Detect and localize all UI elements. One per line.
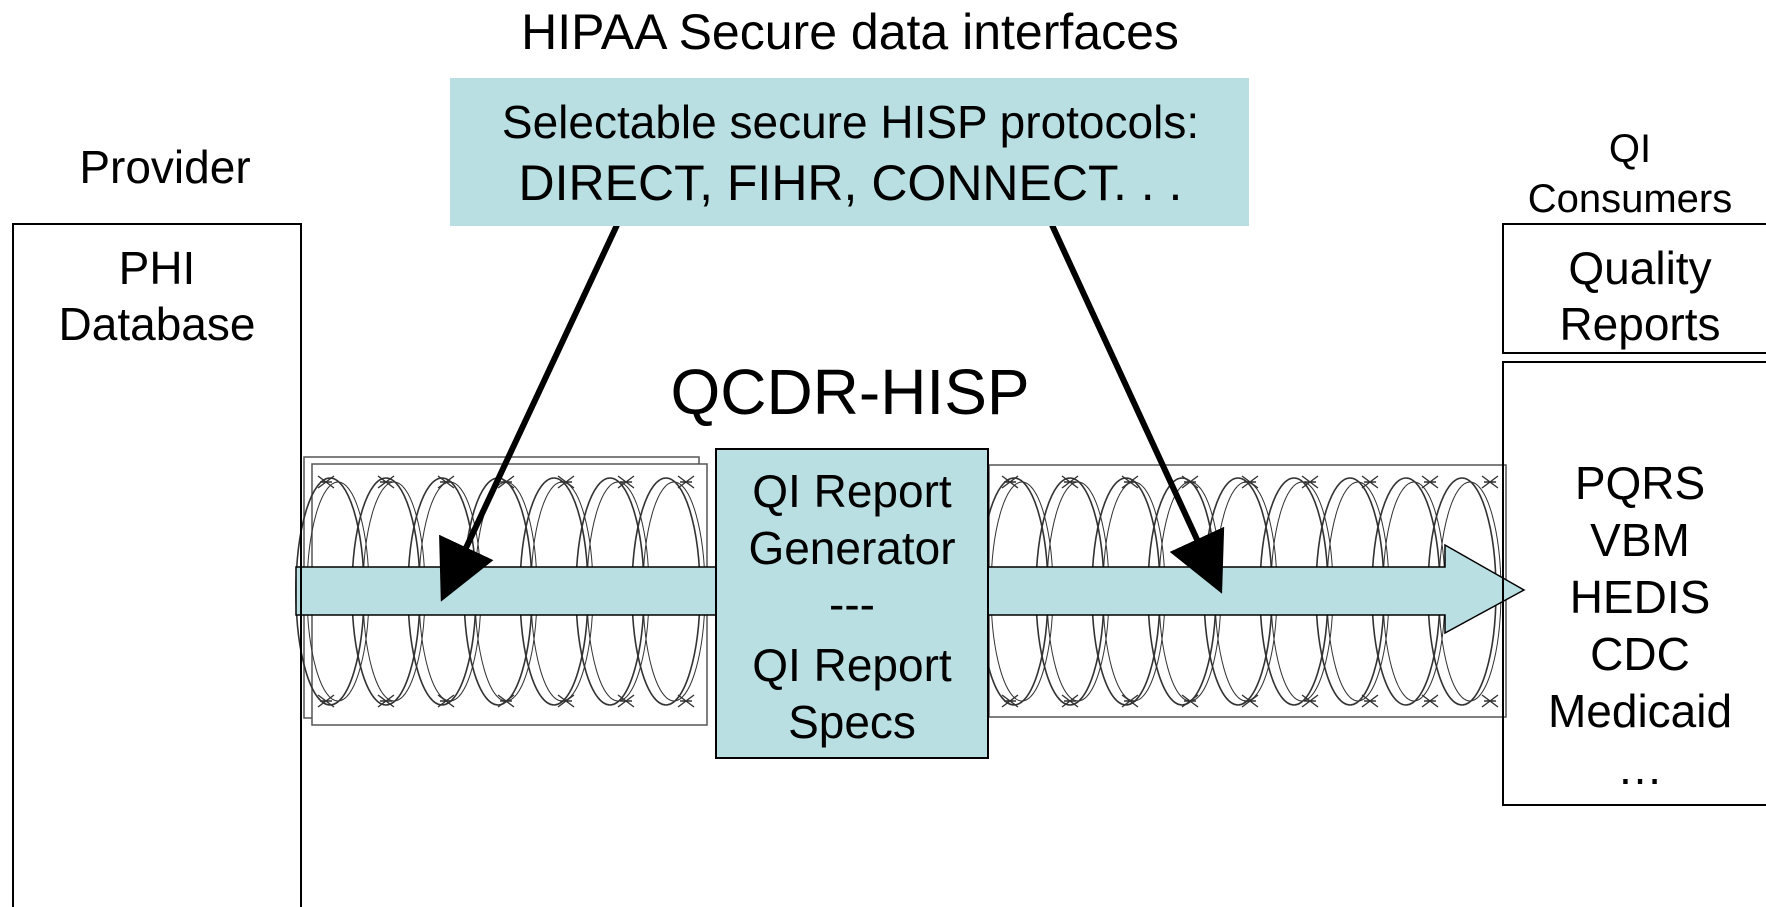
diagram-title: HIPAA Secure data interfaces <box>521 4 1179 60</box>
protocols-box: Selectable secure HISP protocols: DIRECT… <box>450 78 1249 226</box>
hub-title: QCDR-HISP <box>670 356 1030 428</box>
consumer-item: CDC <box>1590 628 1690 680</box>
data-flow-arrow <box>295 543 1526 635</box>
quality-reports-box: Quality Reports <box>1502 223 1766 354</box>
consumer-item: HEDIS <box>1569 571 1711 623</box>
provider-label: Provider <box>79 141 251 193</box>
hub-line-3: QI Report <box>752 639 952 691</box>
consumer-item: Medicaid <box>1547 685 1733 737</box>
consumers-label-line-2: Consumers <box>1527 177 1733 221</box>
hub-line-2: Generator <box>748 522 956 574</box>
quality-reports-line-2: Reports <box>1559 298 1721 350</box>
hub-line-1: QI Report <box>752 465 952 517</box>
pointer-arrow-left <box>439 223 620 602</box>
phi-database-line-2: Database <box>58 298 256 350</box>
hub-separator: --- <box>829 578 875 630</box>
phi-database-box: PHI Database <box>12 223 302 907</box>
consumer-item: PQRS <box>1574 457 1706 509</box>
protocols-line-1: Selectable secure HISP protocols: <box>501 96 1200 148</box>
phi-database-line-1: PHI <box>118 242 196 294</box>
quality-reports-line-1: Quality <box>1568 242 1712 294</box>
consumers-label-line-1: QI <box>1608 127 1652 171</box>
pointer-arrow-right <box>1049 223 1225 594</box>
hub-line-4: Specs <box>788 696 916 748</box>
protocols-line-2: DIRECT, FIHR, CONNECT. . . <box>518 155 1183 211</box>
consumer-item: VBM <box>1590 514 1690 566</box>
report-generator-box: QI Report Generator --- QI Report Specs <box>715 448 989 759</box>
consumer-item: … <box>1617 742 1663 794</box>
